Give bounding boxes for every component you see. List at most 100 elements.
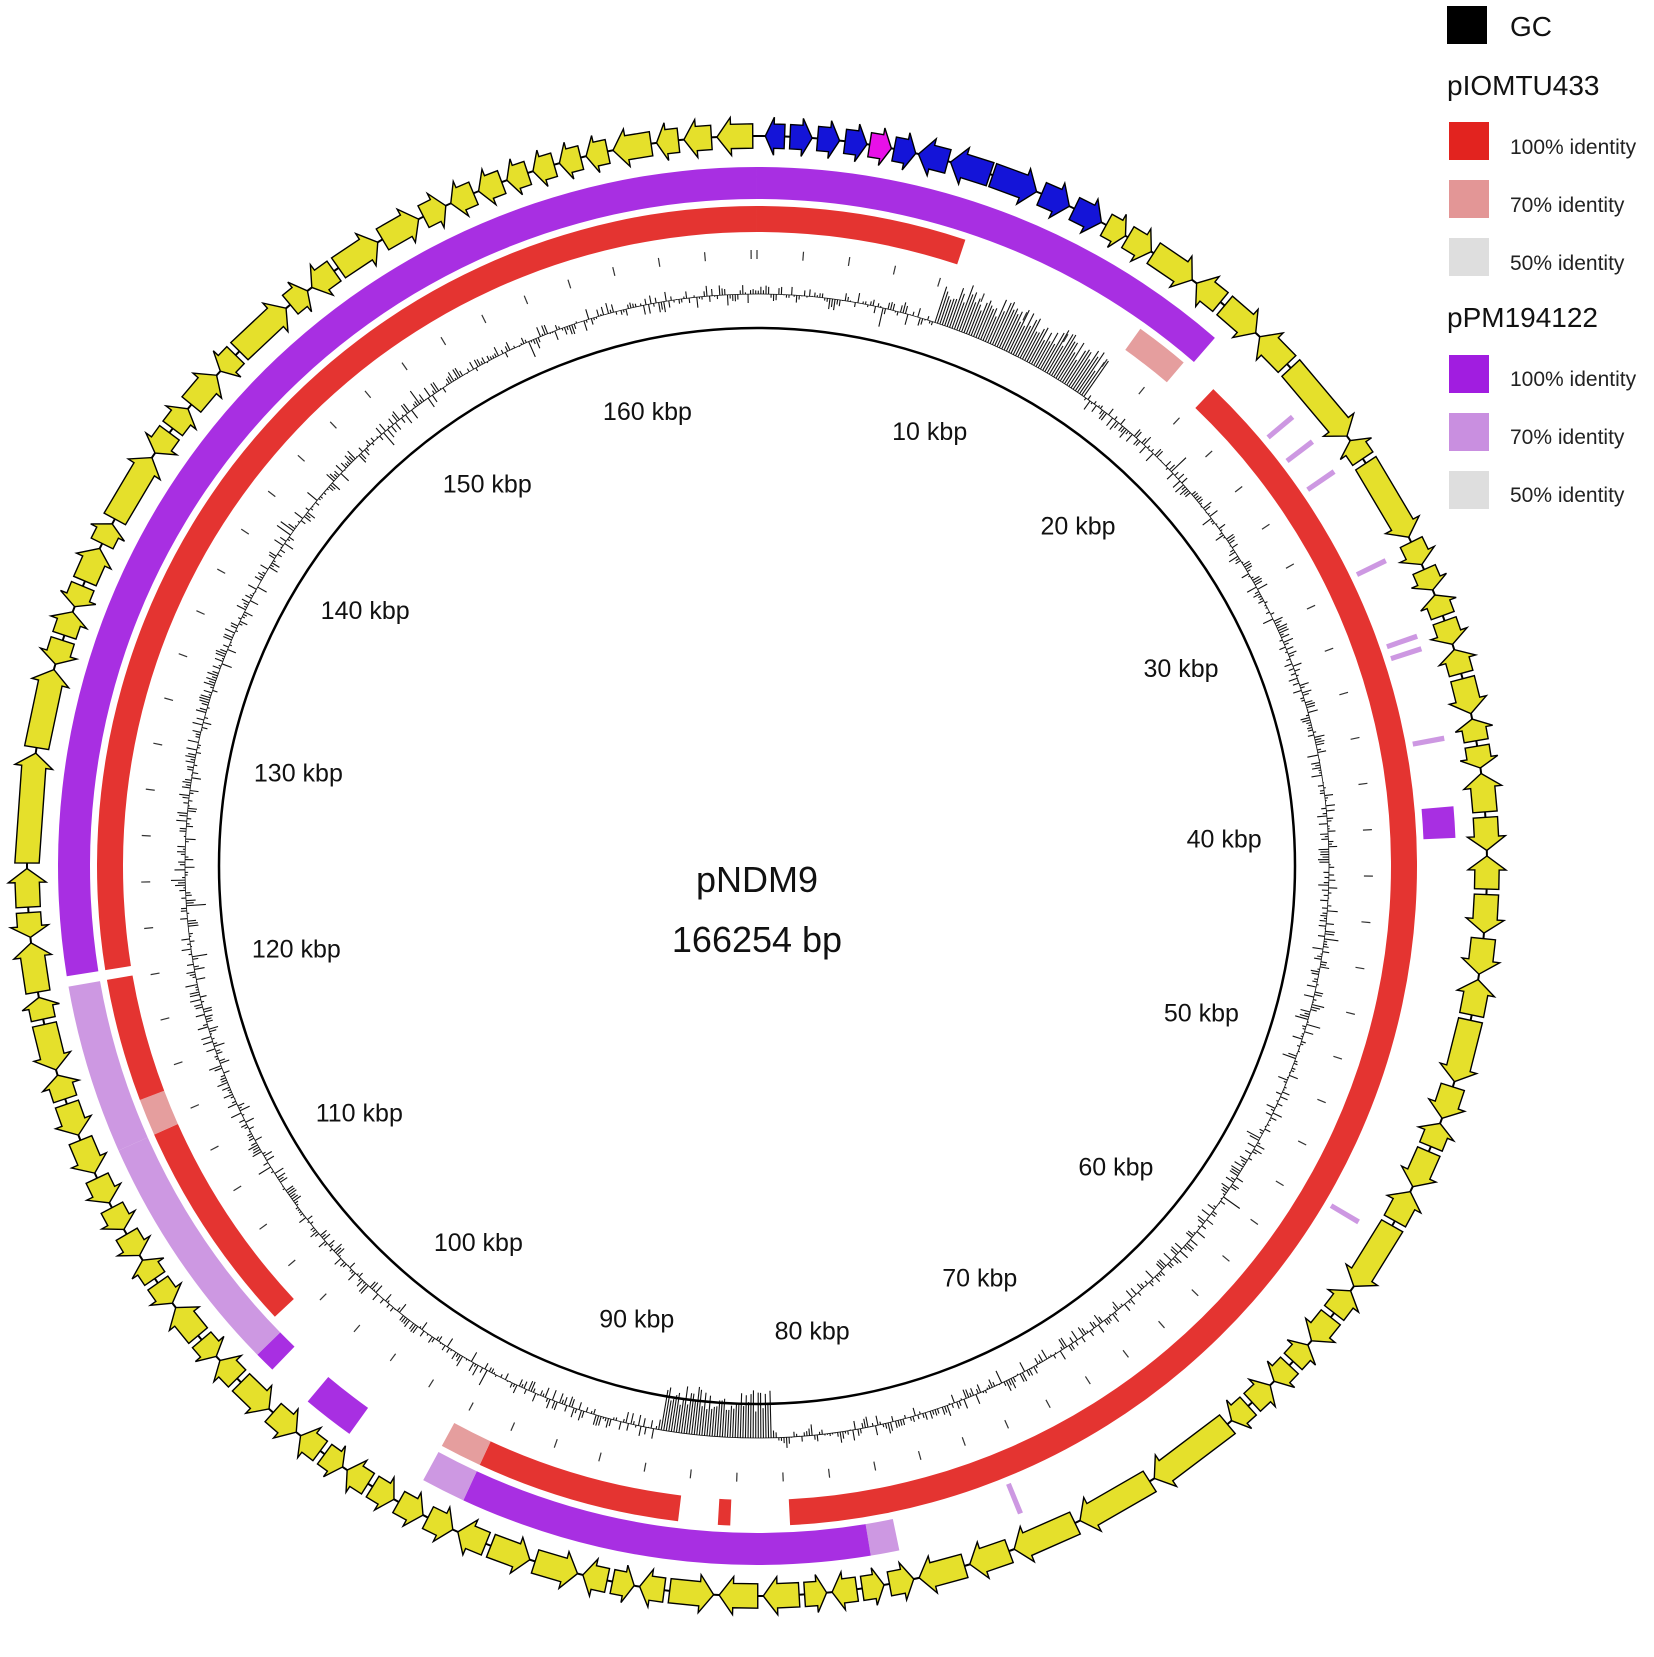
backbone-circle — [217, 326, 1297, 1406]
scale-tick — [1350, 736, 1360, 740]
gene-arrow-forward — [1459, 743, 1499, 769]
gene-arrow-forward — [48, 611, 89, 640]
scale-tick — [1101, 358, 1108, 367]
scale-tick — [1362, 829, 1372, 831]
gene-arrow-forward — [417, 191, 447, 231]
gene-arrow-reverse — [146, 1275, 183, 1307]
scale-tick — [1122, 1349, 1129, 1358]
scale-label: 80 kbp — [775, 1318, 850, 1346]
scale-tick — [178, 653, 188, 658]
legend-item-label: 70% identity — [1510, 194, 1625, 217]
gene-arrow-forward — [1304, 1308, 1342, 1344]
gene-arrow-reverse — [68, 1134, 109, 1174]
scale-tick — [1324, 647, 1334, 652]
gene-arrow-reverse — [655, 122, 681, 161]
gene-arrow-reverse — [1415, 1122, 1456, 1153]
gene-arrow-forward — [762, 1574, 801, 1617]
pPM194122-segment — [463, 1471, 871, 1565]
gene-arrow-reverse — [859, 1567, 885, 1606]
gene-arrow-reverse — [264, 1402, 299, 1440]
pPM194122-segment — [1355, 558, 1387, 577]
pPM194122-segment — [58, 167, 757, 977]
scale-tick — [892, 265, 897, 275]
gene-arrow-forward — [1266, 1356, 1300, 1389]
pPM194122-segment — [757, 167, 1215, 363]
scale-label: 140 kbp — [321, 597, 410, 625]
gene-arrow-forward — [891, 132, 917, 171]
plasmid-size: 166254 bp — [672, 919, 842, 960]
pPM194122-segment — [1006, 1482, 1023, 1515]
scale-tick — [553, 1438, 558, 1448]
scale-tick — [802, 251, 805, 261]
gene-arrow-forward — [375, 207, 420, 251]
scale-tick — [1138, 386, 1145, 395]
gene-arrow-reverse — [144, 424, 181, 456]
scale-label: 20 kbp — [1040, 512, 1115, 540]
scale-label: 130 kbp — [254, 760, 343, 788]
gene-arrow-reverse — [917, 136, 952, 178]
gene-arrow-forward — [1153, 1413, 1237, 1488]
scale-tick — [1205, 450, 1213, 458]
scale-tick — [173, 1061, 183, 1066]
gene-arrow-forward — [345, 1458, 376, 1495]
gene-arrow-reverse — [309, 260, 343, 297]
gene-arrow-reverse — [1420, 594, 1457, 621]
scale-tick — [510, 1422, 516, 1431]
gene-arrow-reverse — [532, 149, 559, 187]
scale-tick — [1234, 486, 1243, 493]
gene-arrow-reverse — [38, 635, 80, 666]
scale-tick — [353, 1324, 361, 1333]
scale-label: 70 kbp — [942, 1265, 1017, 1293]
scale-label: 50 kbp — [1164, 1000, 1239, 1028]
gene-arrow-reverse — [949, 145, 995, 187]
legend-item-label: 100% identity — [1510, 368, 1637, 391]
scale-tick — [980, 293, 985, 303]
gene-arrow-forward — [457, 1518, 492, 1558]
scale-tick — [1004, 1419, 1010, 1429]
gene-arrow-reverse — [31, 1021, 73, 1071]
scale-tick — [144, 927, 154, 930]
pIOMTU433-segment — [717, 1498, 732, 1526]
scale-tick — [259, 1223, 268, 1230]
gc-profile — [170, 285, 1339, 1448]
scale-tick — [612, 266, 616, 277]
scale-tick — [657, 257, 661, 267]
gene-arrow-forward — [296, 1426, 329, 1462]
pPM194122-segment — [1306, 469, 1336, 492]
pIOMTU433-segment — [97, 206, 757, 971]
legend-swatch — [1449, 122, 1489, 160]
pPM194122-segment — [257, 1332, 295, 1370]
gene-arrow-forward — [788, 118, 813, 157]
legend-swatch — [1449, 471, 1489, 509]
gene-arrow-reverse — [667, 1572, 715, 1615]
legend: GC pIOMTU433 100% identity 70% identity … — [1447, 6, 1637, 509]
scale-tick — [240, 528, 250, 535]
scale-tick — [567, 279, 572, 289]
gene-arrow-forward — [330, 232, 379, 279]
gene-arrow-forward — [866, 127, 893, 166]
gene-arrow-forward — [987, 162, 1038, 206]
pPM194122-segment — [423, 1452, 477, 1501]
gene-arrow-forward — [1354, 455, 1421, 538]
gene-arrow-reverse — [365, 1474, 395, 1512]
scale-tick — [643, 1462, 647, 1472]
gene-arrow-forward — [1280, 358, 1356, 438]
gene-arrow-forward — [1225, 1396, 1258, 1430]
gene-arrow-reverse — [886, 1560, 915, 1603]
pIOMTU433-segment — [441, 1423, 491, 1465]
pPM194122-segment — [1386, 633, 1419, 650]
scale-label: 120 kbp — [252, 936, 341, 964]
gene-arrow-reverse — [683, 117, 713, 160]
gene-arrow-reverse — [84, 1172, 123, 1204]
scale-tick — [703, 252, 706, 262]
legend-group-title: pIOMTU433 — [1447, 70, 1600, 101]
gene-arrow-forward — [12, 752, 55, 864]
gene-arrow-reverse — [716, 115, 754, 158]
scale-tick — [689, 1469, 692, 1479]
gc-content-track — [170, 285, 1339, 1448]
scale-tick — [319, 1293, 327, 1301]
gene-arrow-forward — [1438, 1016, 1484, 1083]
scale-tick — [210, 1145, 219, 1151]
gene-arrow-reverse — [764, 116, 786, 156]
